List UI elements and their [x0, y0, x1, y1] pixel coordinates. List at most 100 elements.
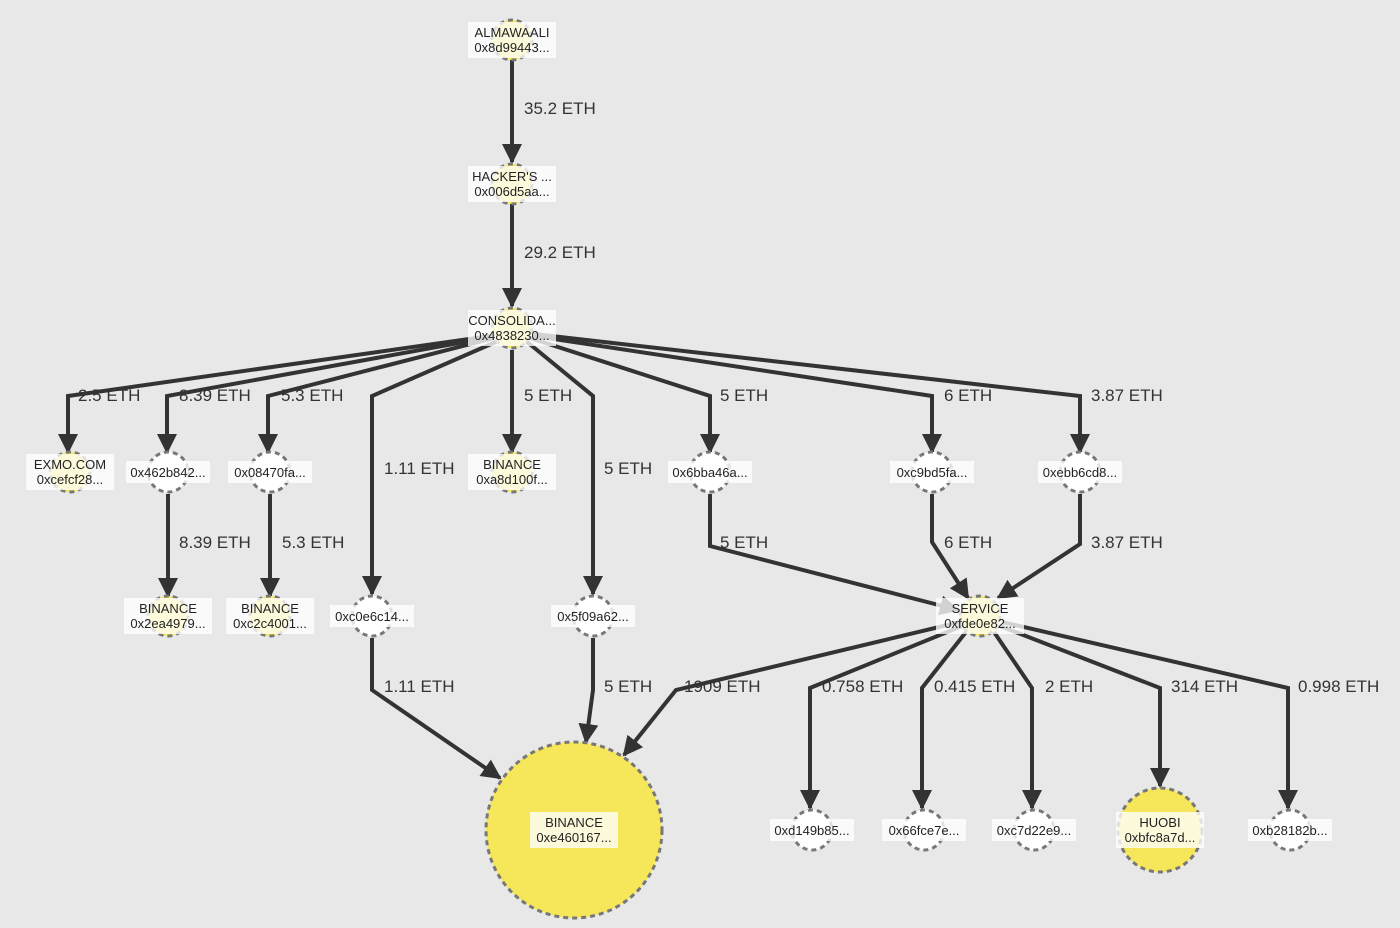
edge-line	[258, 336, 495, 454]
node-n6bba[interactable]: 0x6bba46a...	[668, 450, 752, 494]
edge-consolida-to-n6bba: 5 ETH	[529, 336, 768, 454]
edge-consolida-to-n5f09: 5 ETH	[524, 339, 652, 596]
edge-line	[708, 494, 960, 616]
edge-amount-label: 8.39 ETH	[179, 386, 251, 405]
edge-line	[930, 494, 970, 600]
node-entity-label: BINANCE	[545, 815, 603, 830]
edge-line	[800, 624, 963, 810]
edge-line	[58, 334, 491, 454]
edge-hacker-to-consolida: 29.2 ETH	[502, 204, 596, 308]
edge-amount-label: 35.2 ETH	[524, 99, 596, 118]
node-label-background	[770, 819, 854, 841]
edge-amount-label: 0.415 ETH	[934, 677, 1015, 696]
node-address: 0x66fce7e...	[889, 823, 960, 838]
edges-layer: 35.2 ETH 29.2 ETH 2.5 ETH 8.39 ETH 5.3 ETH 1.…	[58, 60, 1379, 810]
node-label-background	[468, 166, 556, 202]
node-address: 0xb28182b...	[1252, 823, 1327, 838]
edge-n462b-to-binance_2ea: 8.39 ETH	[158, 494, 251, 598]
edge-service-to-nc7d2: 2 ETH	[992, 630, 1093, 810]
node-address: 0xc9bd5fa...	[897, 465, 968, 480]
edge-nebb6-to-service: 3.87 ETH	[996, 494, 1163, 600]
node-label-background	[26, 454, 114, 490]
edge-service-to-huobi: 314 ETH	[999, 624, 1238, 788]
edge-amount-label: 2.5 ETH	[78, 386, 140, 405]
edge-line	[157, 335, 493, 454]
node-binance_c2c[interactable]: BINANCE0xc2c4001...	[226, 594, 314, 638]
node-binance_a8d[interactable]: BINANCE0xa8d100f...	[468, 450, 556, 494]
edge-amount-label: 0.758 ETH	[822, 677, 903, 696]
node-label-background	[882, 819, 966, 841]
node-hacker[interactable]: HACKER'S ...0x006d5aa...	[468, 162, 556, 206]
node-nc9bd[interactable]: 0xc9bd5fa...	[890, 450, 974, 494]
edge-line	[912, 630, 968, 810]
node-entity-label: BINANCE	[241, 601, 299, 616]
node-n5f09[interactable]: 0x5f09a62...	[551, 594, 635, 638]
node-label-background	[530, 812, 618, 848]
node-exmo[interactable]: EXMO.COM0xcefcf28...	[26, 450, 114, 494]
edge-amount-label: 5 ETH	[720, 533, 768, 552]
node-address: 0xc7d22e9...	[997, 823, 1071, 838]
node-label-background	[992, 819, 1076, 841]
edge-amount-label: 8.39 ETH	[179, 533, 251, 552]
node-address: 0xfde0e82...	[944, 616, 1016, 631]
edge-amount-label: 2 ETH	[1045, 677, 1093, 696]
node-label-background	[468, 310, 556, 346]
node-entity-label: BINANCE	[483, 457, 541, 472]
node-address: 0x4838230...	[474, 328, 549, 343]
edge-amount-label: 6 ETH	[944, 386, 992, 405]
node-entity-label: SERVICE	[952, 601, 1009, 616]
node-consolida[interactable]: CONSOLIDA...0x4838230...	[468, 306, 556, 350]
edge-amount-label: 5 ETH	[604, 459, 652, 478]
node-address: 0xcefcf28...	[37, 472, 103, 487]
edge-amount-label: 5.3 ETH	[282, 533, 344, 552]
node-nd149[interactable]: 0xd149b85...	[770, 808, 854, 852]
node-nb281[interactable]: 0xb28182b...	[1248, 808, 1332, 852]
edge-line	[578, 638, 599, 744]
node-almawaali[interactable]: ALMAWAALI0x8d99443...	[468, 18, 556, 62]
edge-amount-label: 314 ETH	[1171, 677, 1238, 696]
node-address: 0xa8d100f...	[476, 472, 548, 487]
edge-line	[996, 494, 1082, 600]
node-label-background	[668, 461, 752, 483]
edge-amount-label: 0.998 ETH	[1298, 677, 1379, 696]
node-address: 0xebb6cd8...	[1043, 465, 1117, 480]
node-binance_2ea[interactable]: BINANCE0x2ea4979...	[124, 594, 212, 638]
node-label-background	[468, 22, 556, 58]
node-huobi[interactable]: HUOBI0xbfc8a7d...	[1116, 786, 1204, 874]
edge-consolida-to-exmo: 2.5 ETH	[58, 334, 491, 454]
edge-amount-label: 5.3 ETH	[281, 386, 343, 405]
node-entity-label: EXMO.COM	[34, 457, 106, 472]
node-label-background	[226, 598, 314, 634]
node-n66fc[interactable]: 0x66fce7e...	[882, 808, 966, 852]
node-nebb6[interactable]: 0xebb6cd8...	[1038, 450, 1122, 494]
node-n462b[interactable]: 0x462b842...	[126, 450, 210, 494]
edge-amount-label: 1909 ETH	[684, 677, 761, 696]
node-label-background	[551, 605, 635, 627]
node-label-background	[228, 461, 312, 483]
node-address: 0xc2c4001...	[233, 616, 307, 631]
edge-nc0e6-to-binance_e46: 1.11 ETH	[370, 638, 502, 780]
edge-amount-label: 5 ETH	[604, 677, 652, 696]
edge-amount-label: 3.87 ETH	[1091, 533, 1163, 552]
node-label-background	[936, 598, 1024, 634]
node-address: 0x8d99443...	[474, 40, 549, 55]
edge-line	[533, 334, 942, 454]
edge-line	[370, 638, 502, 780]
node-address: 0xd149b85...	[774, 823, 849, 838]
edge-consolida-to-nc9bd: 6 ETH	[533, 334, 992, 454]
node-service[interactable]: SERVICE0xfde0e82...	[936, 594, 1024, 638]
node-binance_e46[interactable]: BINANCE0xe460167...	[484, 740, 664, 920]
edge-line	[529, 336, 720, 454]
edge-line	[992, 630, 1042, 810]
node-address: 0xe460167...	[536, 830, 611, 845]
node-nc0e6[interactable]: 0xc0e6c14...	[330, 594, 414, 638]
node-entity-label: HACKER'S ...	[472, 169, 552, 184]
node-n0847[interactable]: 0x08470fa...	[228, 450, 312, 494]
edge-nc9bd-to-service: 6 ETH	[930, 494, 992, 600]
node-nc7d2[interactable]: 0xc7d22e9...	[992, 808, 1076, 852]
edge-n0847-to-binance_c2c: 5.3 ETH	[260, 494, 344, 598]
node-label-background	[468, 454, 556, 490]
node-label-background	[124, 598, 212, 634]
